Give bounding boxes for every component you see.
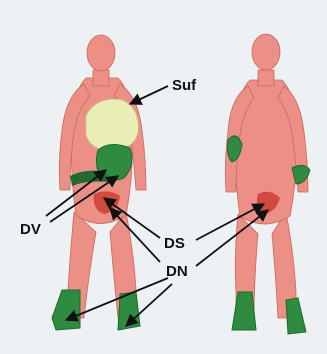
back-neck	[258, 70, 274, 86]
front-left-foot	[52, 290, 80, 330]
label-suf: Suf	[172, 77, 197, 94]
front-neck	[93, 70, 109, 86]
back-right-foot	[286, 298, 306, 334]
arrow-suf	[130, 86, 168, 104]
back-head	[252, 34, 280, 70]
label-ds: DS	[164, 235, 185, 252]
front-figure	[52, 35, 146, 330]
label-dn: DN	[166, 263, 188, 280]
label-dv: DV	[20, 221, 41, 238]
back-figure	[225, 34, 310, 334]
yellow-mass	[86, 99, 138, 150]
front-head	[87, 35, 115, 71]
